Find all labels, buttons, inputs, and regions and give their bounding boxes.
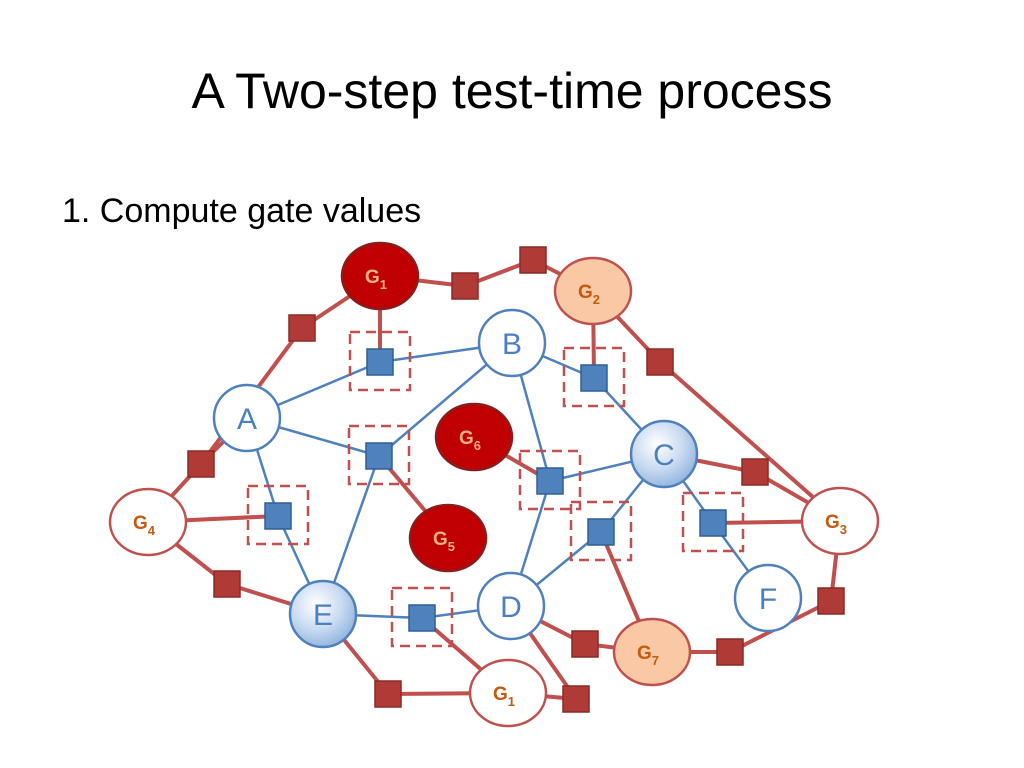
variable-label: E: [313, 599, 333, 632]
gate-g4: [108, 487, 188, 557]
gate-box: [348, 330, 412, 392]
gated-factor-square: [580, 364, 608, 392]
variable-label: C: [653, 439, 675, 472]
variable-label: B: [502, 328, 522, 361]
variable-node-b: [477, 308, 547, 378]
gated-factor-square: [366, 348, 394, 376]
gate-g5: [408, 503, 488, 573]
factor-square: [817, 587, 845, 615]
factor-square: [187, 450, 215, 478]
factor-square: [562, 685, 590, 713]
gate-g2: [553, 256, 633, 326]
gated-factor-square: [264, 502, 292, 530]
gate-g3: [800, 486, 880, 556]
gate-box: [518, 449, 582, 511]
factor-square: [451, 272, 479, 300]
variable-node-f: [733, 563, 803, 633]
gated-factor-square: [536, 467, 564, 495]
gated-factor-square: [587, 518, 615, 546]
gate-box: [246, 484, 310, 546]
variable-node-a: [212, 383, 282, 453]
bullet-compute-gate-values: 1. Compute gate values: [62, 192, 422, 230]
factor-square: [716, 638, 744, 666]
gate-box: [562, 346, 626, 408]
factor-square: [374, 680, 402, 708]
gate-box: [347, 424, 411, 486]
factor-edge: [658, 360, 842, 523]
slide-title: A Two-step test-time process: [191, 63, 833, 119]
gate-box: [390, 586, 454, 648]
gated-factor-square: [699, 509, 727, 537]
factor-square: [646, 348, 674, 376]
factor-square: [519, 246, 547, 274]
factor-squares-layer: [187, 246, 845, 713]
variable-node-e: [288, 579, 358, 649]
factor-square: [213, 570, 241, 598]
gated-factor-square: [365, 442, 393, 470]
gate-box: [569, 500, 633, 562]
variable-node-c: [629, 419, 699, 489]
gated-factor-square: [408, 604, 436, 632]
variable-label: A: [237, 403, 257, 436]
gate-g1bot: [468, 658, 548, 728]
gated-factor-boxes-layer: [246, 330, 745, 648]
factor-square: [288, 314, 316, 342]
gate-g6: [434, 402, 514, 472]
gate-g7: [612, 617, 692, 687]
gate-g1top: [340, 241, 420, 311]
variable-node-d: [476, 571, 546, 641]
factor-square: [741, 458, 769, 486]
factor-square: [571, 630, 599, 658]
gate-box: [681, 491, 745, 553]
variable-label: F: [759, 583, 777, 616]
variable-label: D: [500, 591, 522, 624]
